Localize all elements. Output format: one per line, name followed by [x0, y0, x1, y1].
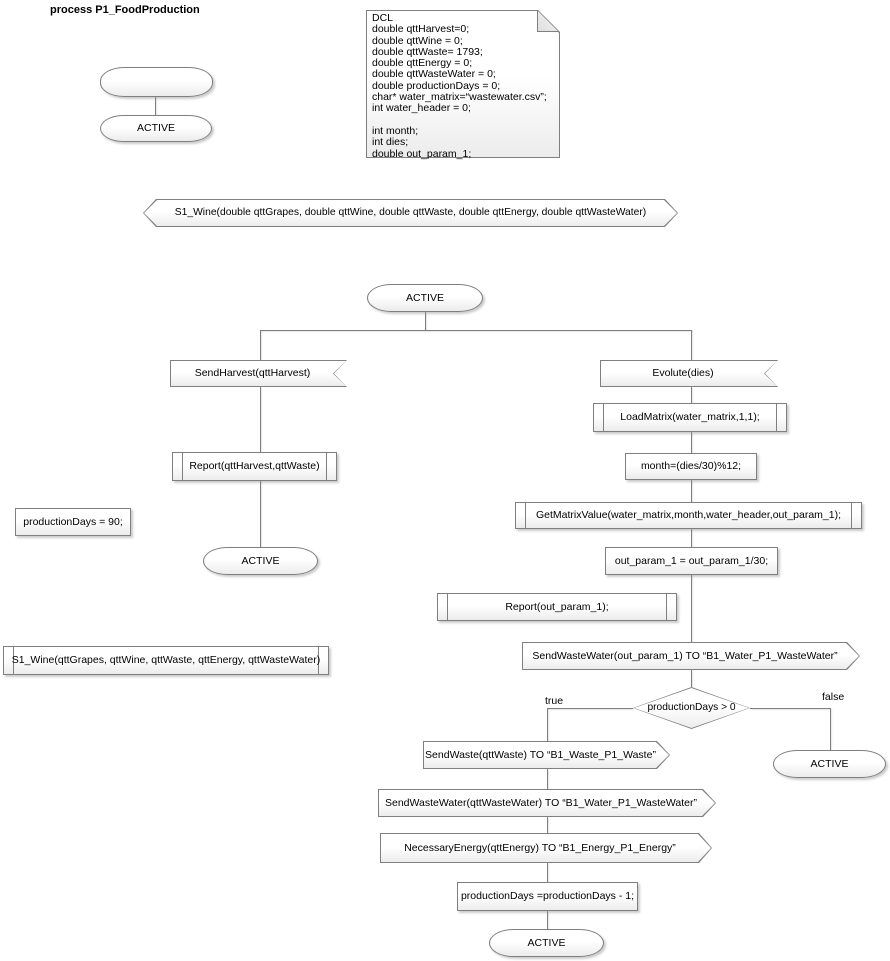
- input-signal-shape: [170, 360, 347, 387]
- task-shape: [605, 547, 778, 575]
- branch-label-true: true: [545, 695, 564, 707]
- state-label: ACTIVE: [810, 757, 849, 770]
- output-label: SendWasteWater(out_param_1) TO “B1_Water…: [532, 649, 838, 662]
- procedure-label: Report(qttHarvest,qttWaste): [189, 460, 320, 473]
- connector-branch-right: [691, 330, 692, 360]
- output-label: SendWaste(qttWaste) TO “B1_Waste_P1_Wast…: [425, 748, 656, 761]
- task-shape: [457, 882, 638, 911]
- connector-sendwastewater-to-decision: [691, 670, 692, 687]
- task-label: out_param_1 = out_param_1/30;: [614, 554, 769, 567]
- task-production-days-90: productionDays = 90;: [15, 508, 131, 536]
- state-active-left: ACTIVE: [203, 547, 318, 575]
- output-signal-shape: [522, 642, 860, 670]
- task-label: month=(dies/30)%12;: [640, 460, 742, 473]
- procedure-report-harvest: Report(qttHarvest,qttWaste): [172, 452, 337, 481]
- output-signal-shape: [378, 789, 716, 817]
- connector-report-to-active: [260, 481, 261, 547]
- connector-sendwaste-to-sendwastewater2: [547, 769, 548, 789]
- procedure-report-out-param: Report(out_param_1);: [437, 593, 677, 621]
- state-shape: [367, 284, 483, 312]
- procedure-label: S1_Wine(qttGrapes, qttWine, qttWaste, qt…: [11, 654, 321, 667]
- output-send-wastewater-2: SendWasteWater(qttWasteWater) TO “B1_Wat…: [378, 789, 716, 817]
- state-label: ACTIVE: [241, 554, 280, 567]
- output-necessary-energy: NecessaryEnergy(qttEnergy) TO “B1_Energy…: [380, 833, 712, 863]
- connector-getmatrix-to-outparam: [691, 529, 692, 547]
- state-shape: [773, 750, 886, 778]
- diagram-title: process P1_FoodProduction: [50, 4, 200, 16]
- state-shape: [100, 115, 212, 142]
- branch-label-false: false: [822, 691, 845, 703]
- output-label: NecessaryEnergy(qttEnergy) TO “B1_Energy…: [404, 841, 676, 854]
- procedure-shape: [593, 403, 787, 432]
- signal-shape: [143, 199, 678, 227]
- state-shape: [203, 547, 318, 575]
- note-dcl-text: DCL double qttHarvest=0; double qttWine …: [372, 12, 547, 160]
- input-label: SendHarvest(qttHarvest): [194, 367, 311, 380]
- signal-declaration-s1-wine: S1_Wine(double qttGrapes, double qttWine…: [143, 199, 678, 227]
- input-label: Evolute(dies): [652, 367, 714, 380]
- procedure-shape: [172, 452, 337, 481]
- connector-sendwastewater2-to-energy: [547, 817, 548, 833]
- connector-energy-to-decrement: [547, 863, 548, 882]
- output-send-waste: SendWaste(qttWaste) TO “B1_Waste_P1_Wast…: [423, 741, 670, 769]
- procedure-label: LoadMatrix(water_matrix,1,1);: [620, 411, 760, 424]
- state-active-initial: ACTIVE: [100, 115, 212, 142]
- procedure-shape: [515, 502, 862, 529]
- task-label: productionDays =productionDays - 1;: [460, 890, 635, 903]
- connector-active-to-branch: [425, 312, 426, 330]
- task-label: productionDays = 90;: [23, 515, 123, 528]
- procedure-shape: [437, 593, 677, 621]
- note-shape: [366, 10, 560, 158]
- state-label: ACTIVE: [527, 936, 566, 949]
- connector-loadmatrix-to-month: [691, 432, 692, 453]
- decision-production-days: productionDays > 0: [633, 687, 750, 729]
- state-label: ACTIVE: [137, 122, 175, 135]
- connector-sendharvest-to-report: [260, 387, 261, 452]
- input-send-harvest: SendHarvest(qttHarvest): [170, 360, 347, 387]
- connector-start-to-active: [155, 97, 156, 115]
- connector-true-vertical: [547, 708, 548, 741]
- decision-label: productionDays > 0: [647, 701, 736, 713]
- state-shape: [489, 929, 604, 957]
- note-dcl: DCL double qttHarvest=0; double qttWine …: [366, 10, 560, 159]
- connector-false-horizontal: [750, 708, 830, 709]
- output-label: SendWasteWater(qttWasteWater) TO “B1_Wat…: [385, 796, 697, 809]
- procedure-get-matrix-value: GetMatrixValue(water_matrix,month,water_…: [515, 502, 862, 529]
- procedure-label: GetMatrixValue(water_matrix,month,water_…: [535, 509, 842, 522]
- connector-false-vertical: [830, 708, 831, 750]
- task-out-param: out_param_1 = out_param_1/30;: [605, 547, 778, 575]
- procedure-s1-wine-call: S1_Wine(qttGrapes, qttWine, qttWaste, qt…: [3, 646, 329, 675]
- procedure-load-matrix: LoadMatrix(water_matrix,1,1);: [593, 403, 787, 432]
- input-signal-shape: [600, 360, 778, 387]
- procedure-shape: [3, 646, 329, 675]
- state-active-main: ACTIVE: [367, 284, 483, 312]
- output-signal-shape: [423, 741, 670, 769]
- connector-branch-left: [260, 330, 261, 360]
- connector-decrement-to-active: [547, 911, 548, 929]
- input-evolute: Evolute(dies): [600, 360, 778, 387]
- task-shape: [625, 453, 757, 480]
- task-shape: [15, 508, 131, 536]
- connector-branch-horizontal: [260, 330, 692, 331]
- procedure-label: Report(out_param_1);: [505, 600, 609, 613]
- state-label: ACTIVE: [406, 291, 444, 304]
- connector-outparam-to-sendwastewater: [691, 575, 692, 642]
- signal-label: S1_Wine(double qttGrapes, double qttWine…: [174, 206, 647, 218]
- start-symbol: [100, 67, 213, 97]
- connector-month-to-getmatrix: [691, 480, 692, 502]
- state-active-bottom: ACTIVE: [489, 929, 604, 957]
- output-signal-shape: [380, 833, 712, 863]
- output-send-wastewater-1: SendWasteWater(out_param_1) TO “B1_Water…: [522, 642, 860, 670]
- state-active-false: ACTIVE: [773, 750, 886, 778]
- start-symbol-shape: [100, 67, 213, 97]
- connector-true-horizontal: [547, 708, 633, 709]
- task-production-days-decrement: productionDays =productionDays - 1;: [457, 882, 638, 911]
- connector-evolute-to-loadmatrix: [691, 387, 692, 403]
- task-month: month=(dies/30)%12;: [625, 453, 757, 480]
